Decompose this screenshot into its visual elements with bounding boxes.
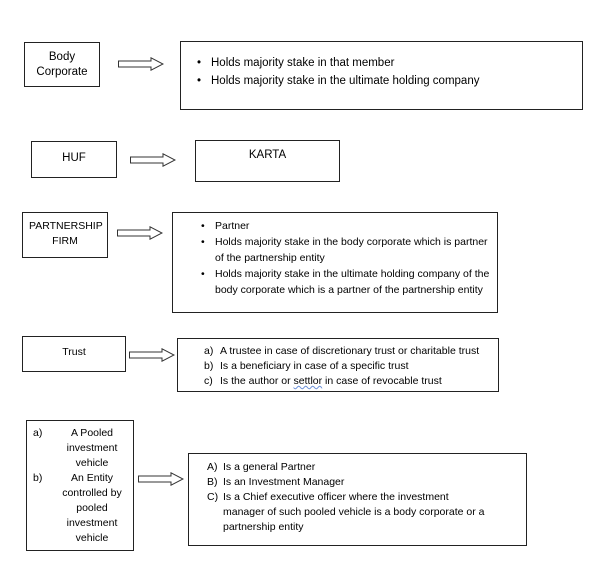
partnership-firm-label: PARTNERSHIP FIRM: [29, 220, 103, 247]
body-corporate-criteria-box: Holds majority stake in that member Hold…: [180, 41, 583, 110]
body-corporate-label: Body Corporate: [36, 50, 88, 78]
pooled-vehicle-criteria-list: A) Is a general Partner B) Is an Investmen…: [201, 460, 490, 535]
list-item: b) An Entity controlled by pooled invest…: [31, 471, 129, 546]
trust-criteria-list: a) A trustee in case of discretionary tru…: [198, 344, 492, 389]
partnership-firm-criteria-list: Partner Holds majority stake in the body…: [197, 218, 491, 298]
list-marker: b): [33, 472, 43, 484]
list-item-text-before: Is the author or: [220, 375, 294, 387]
list-item-text: A trustee in case of discretionary trust…: [220, 345, 480, 357]
list-item: a) A Pooled investment vehicle: [31, 426, 129, 471]
huf-box: HUF: [31, 141, 117, 178]
list-item: Partner: [197, 218, 491, 234]
trust-label: Trust: [62, 346, 86, 358]
karta-label: KARTA: [248, 149, 287, 161]
list-marker: a): [33, 427, 43, 439]
list-item: b) Is a beneficiary in case of a specific…: [198, 359, 492, 374]
pooled-vehicle-box: a) A Pooled investment vehicle b) An Ent…: [26, 420, 134, 551]
partnership-firm-criteria-box: Partner Holds majority stake in the body…: [172, 212, 498, 313]
list-marker: B): [207, 476, 218, 488]
list-item-text-after: in case of revocable trust: [322, 375, 442, 387]
arrow-right-icon: [117, 226, 163, 240]
huf-label: HUF: [62, 152, 86, 164]
list-item: C) Is a Chief executive officer where the…: [201, 490, 490, 535]
list-item-text: Is a Chief executive officer where the i…: [223, 491, 485, 533]
arrow-right-icon: [138, 472, 184, 486]
trust-box: Trust: [22, 336, 126, 372]
list-item: c) Is the author or settlor in case of re…: [198, 374, 492, 389]
list-item: Holds majority stake in that member: [193, 54, 574, 72]
list-item: Holds majority stake in the ultimate hol…: [193, 72, 574, 90]
body-corporate-box: Body Corporate: [24, 42, 100, 87]
list-marker: A): [207, 461, 218, 473]
list-item: a) A trustee in case of discretionary tru…: [198, 344, 492, 359]
list-marker: c): [204, 375, 213, 387]
list-item-text: Is an Investment Manager: [223, 476, 345, 488]
list-item: A) Is a general Partner: [201, 460, 490, 475]
list-item: Holds majority stake in the body corpora…: [197, 234, 491, 266]
list-item: B) Is an Investment Manager: [201, 475, 490, 490]
list-item-text: Is a general Partner: [223, 461, 316, 473]
list-item-text: Is a beneficiary in case of a specific t…: [220, 360, 409, 372]
list-marker: C): [207, 491, 219, 503]
spellcheck-flagged-word: settlor: [293, 375, 323, 387]
arrow-right-icon: [118, 57, 164, 71]
partnership-firm-box: PARTNERSHIP FIRM: [22, 212, 108, 258]
list-item-text: An Entity controlled by pooled investmen…: [62, 472, 122, 544]
list-item: Holds majority stake in the ultimate hol…: [197, 266, 491, 298]
pooled-vehicle-criteria-box: A) Is a general Partner B) Is an Investmen…: [188, 453, 527, 546]
arrow-right-icon: [130, 153, 176, 167]
arrow-right-icon: [129, 348, 175, 362]
trust-criteria-box: a) A trustee in case of discretionary tru…: [177, 338, 499, 392]
body-corporate-criteria-list: Holds majority stake in that member Hold…: [193, 54, 574, 90]
karta-box: KARTA: [195, 140, 340, 182]
list-item-text: A Pooled investment vehicle: [66, 427, 118, 469]
list-marker: b): [204, 360, 214, 372]
list-marker: a): [204, 345, 214, 357]
